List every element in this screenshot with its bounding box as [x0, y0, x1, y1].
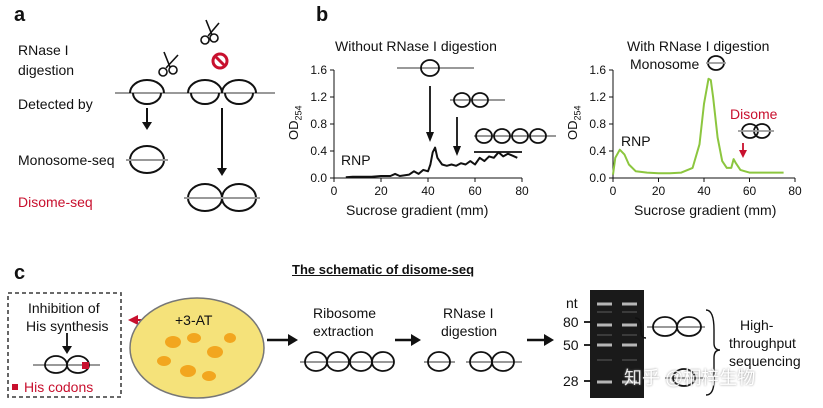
- right-xlabel: Sucrose gradient (mm): [634, 202, 777, 218]
- disome-result: [184, 183, 260, 212]
- rnase-label-line2: digestion: [18, 62, 75, 78]
- left-chart-ytick-label: 1.2: [310, 90, 327, 104]
- inset-schematics-left: [397, 59, 556, 156]
- left-chart-ytick-label: 0.0: [310, 171, 327, 185]
- left-chart-title: Without RNase I digestion: [335, 38, 497, 54]
- left-chart-ytick-label: 0.4: [310, 144, 327, 158]
- monosome-result: [126, 145, 168, 174]
- panel-c-title: The schematic of disome-seq: [292, 262, 475, 277]
- right-chart-xtick-label: 0: [610, 184, 617, 198]
- scissors-icon: [158, 51, 179, 77]
- panel-a-schematic: [115, 19, 275, 212]
- rnp-label-right: RNP: [621, 133, 651, 149]
- left-chart-xtick-label: 60: [468, 184, 482, 198]
- left-xlabel: Sucrose gradient (mm): [346, 202, 489, 218]
- left-chart-xtick-label: 20: [374, 184, 388, 198]
- panel-c-schematic: [7, 290, 721, 399]
- hts-line2: throughput: [729, 335, 796, 351]
- step2-line1: RNase I: [443, 305, 494, 321]
- panel-b-letter: b: [316, 4, 329, 26]
- right-chart-xtick-label: 40: [697, 184, 711, 198]
- hts-line1: High-: [740, 317, 774, 333]
- panel-a-letter: a: [14, 4, 26, 26]
- hts-line3: sequencing: [729, 353, 801, 369]
- monosome-seq-label: Monosome-seq: [18, 152, 115, 168]
- ribosome-monosome: [129, 79, 165, 105]
- right-chart-title: With RNase I digestion: [627, 38, 770, 54]
- right-ylabel: OD254: [565, 105, 583, 140]
- yeast-cells-cluster: [157, 333, 236, 381]
- detected-by-label: Detected by: [18, 96, 93, 112]
- right-chart-ytick-label: 1.2: [589, 90, 606, 104]
- inhibition-box: [7, 292, 122, 398]
- left-chart-xtick-label: 40: [421, 184, 435, 198]
- chart-with-rnase: 1.6 1.2 0.8 0.4 0.0 0 20 40 60 80: [589, 63, 802, 198]
- prohibited-icon: [211, 52, 229, 70]
- right-chart-ytick-label: 0.4: [589, 144, 606, 158]
- left-chart-xtick-label: 80: [515, 184, 529, 198]
- scissors-blocked-icon: [200, 19, 220, 45]
- left-chart-ytick-label: 1.6: [310, 63, 327, 77]
- gel-marker-50: 50: [563, 337, 579, 353]
- disome-label: Disome: [730, 106, 778, 122]
- panel-c-letter: c: [14, 262, 26, 284]
- gel-marker-80: 80: [563, 314, 579, 330]
- right-chart-xtick-label: 80: [788, 184, 802, 198]
- step1-line2: extraction: [313, 323, 374, 339]
- yeast-cell: [129, 297, 265, 399]
- inhibition-line2: His synthesis: [26, 318, 109, 334]
- his-codon-marker: [82, 362, 89, 369]
- gel-nt-label: nt: [566, 295, 578, 311]
- monosome-label: Monosome: [630, 56, 700, 72]
- right-chart-ytick-label: 0.8: [589, 117, 606, 131]
- his-codons-label: His codons: [24, 379, 94, 395]
- disome-seq-label: Disome-seq: [18, 194, 93, 210]
- inhibition-line1: Inhibition of: [28, 300, 100, 316]
- gel-marker-28: 28: [563, 373, 579, 389]
- drug-label: +3-AT: [175, 312, 213, 328]
- left-chart-series-line: [345, 146, 518, 179]
- rnp-label-left: RNP: [341, 152, 371, 168]
- right-chart-series-line: [612, 77, 784, 175]
- left-chart-ytick-label: 0.8: [310, 117, 327, 131]
- right-chart-ytick-label: 1.6: [589, 63, 606, 77]
- right-chart-xtick-label: 60: [743, 184, 757, 198]
- step1-line1: Ribosome: [313, 305, 377, 321]
- chart-without-rnase: 1.6 1.2 0.8 0.4 0.0 0 20 40 60 80: [310, 63, 529, 198]
- right-chart-ytick-label: 0.0: [589, 171, 606, 185]
- step2-line2: digestion: [441, 323, 498, 339]
- hts-bracket: [705, 309, 721, 396]
- inset-schematics-right: [706, 55, 774, 158]
- left-chart-xtick-label: 0: [331, 184, 338, 198]
- rnase-label-line1: RNase I: [18, 42, 69, 58]
- ribosome-disome: [187, 79, 257, 105]
- right-chart-xtick-label: 20: [652, 184, 666, 198]
- watermark: 知乎 @桐梓生物: [624, 368, 756, 388]
- left-ylabel: OD254: [286, 105, 304, 140]
- his-codons-legend-swatch: [12, 384, 18, 390]
